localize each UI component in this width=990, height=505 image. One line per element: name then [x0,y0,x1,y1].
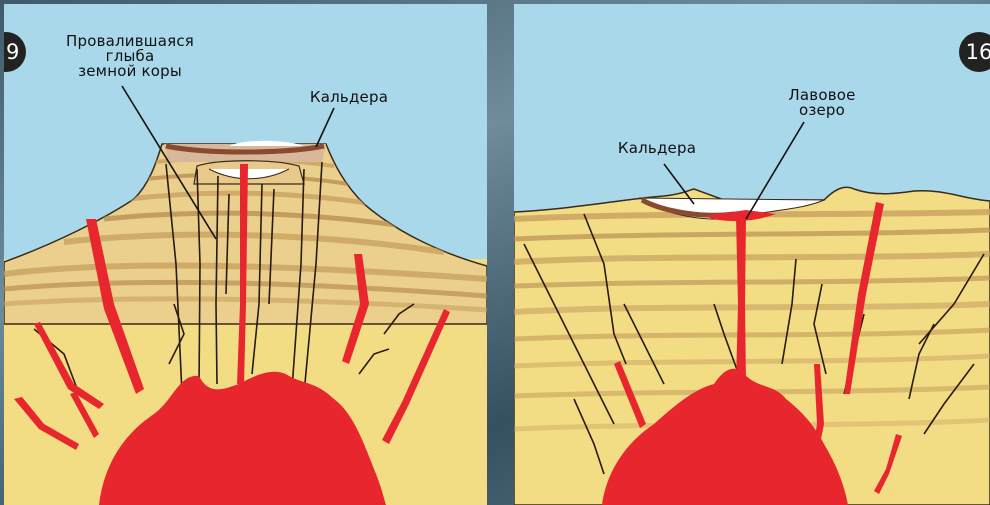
right-leader-lines [514,4,990,505]
left-leader-lines [4,4,487,505]
left-panel-collapsed-caldera: 19 Провалившаяся глыба земной коры Кальд… [4,4,487,505]
right-panel-lava-lake: 16 Лавовое озеро Кальдера [514,4,990,505]
